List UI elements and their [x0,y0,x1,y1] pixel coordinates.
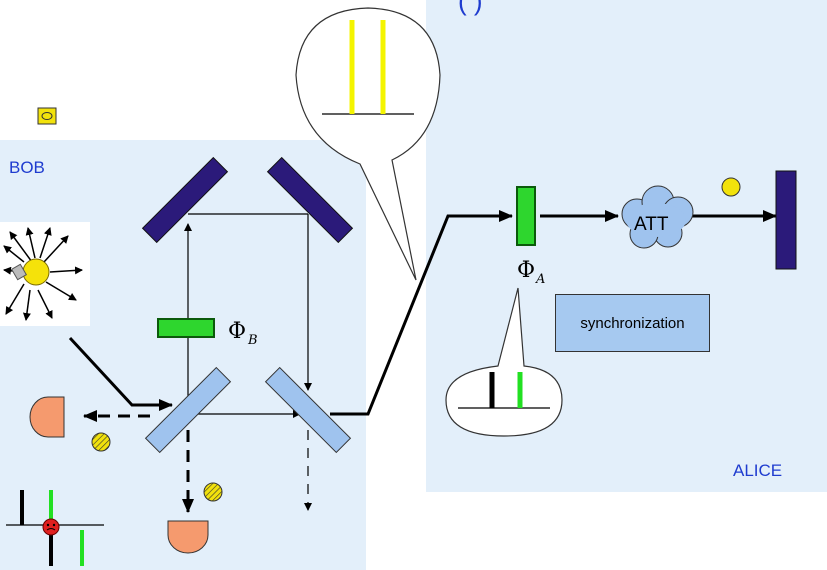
beam-splitter-left [144,366,232,454]
detector-bottom [167,520,209,554]
attenuator-cloud: ATT [621,185,694,249]
fiber-link [330,210,513,416]
title-fragment: ( ) [458,0,483,16]
mirror-top-right [266,156,354,244]
phase-bob-subscript: B [247,333,258,348]
smiley-icon [42,518,60,536]
beam-splitter-right [264,366,352,454]
pulse-callout-top [295,7,441,281]
cloud-icon [621,185,694,249]
photon-hatched-bottom [203,482,223,502]
input-beam [68,336,173,411]
phase-alice-symbol: Φ [517,258,535,283]
comment-icon [37,107,57,125]
end-mirror [775,170,797,270]
pulse-detection-sketch [6,490,104,566]
mirror-top-left [141,156,229,244]
synchronization-box: synchronization [555,294,710,352]
lightbulb-icon [3,227,83,321]
photon-hatched-left [91,432,111,452]
photon-icon [721,177,741,197]
phase-bob-symbol: Φ [228,319,246,344]
alice-label: ALICE [733,461,783,480]
phase-modulator-bob [157,318,215,338]
bob-label: BOB [9,158,45,177]
detector-left [29,396,65,438]
phase-modulator-alice [516,186,536,246]
att-label: ATT [634,214,669,235]
pulse-callout-alice [445,287,563,437]
phase-alice-subscript: A [535,272,545,287]
